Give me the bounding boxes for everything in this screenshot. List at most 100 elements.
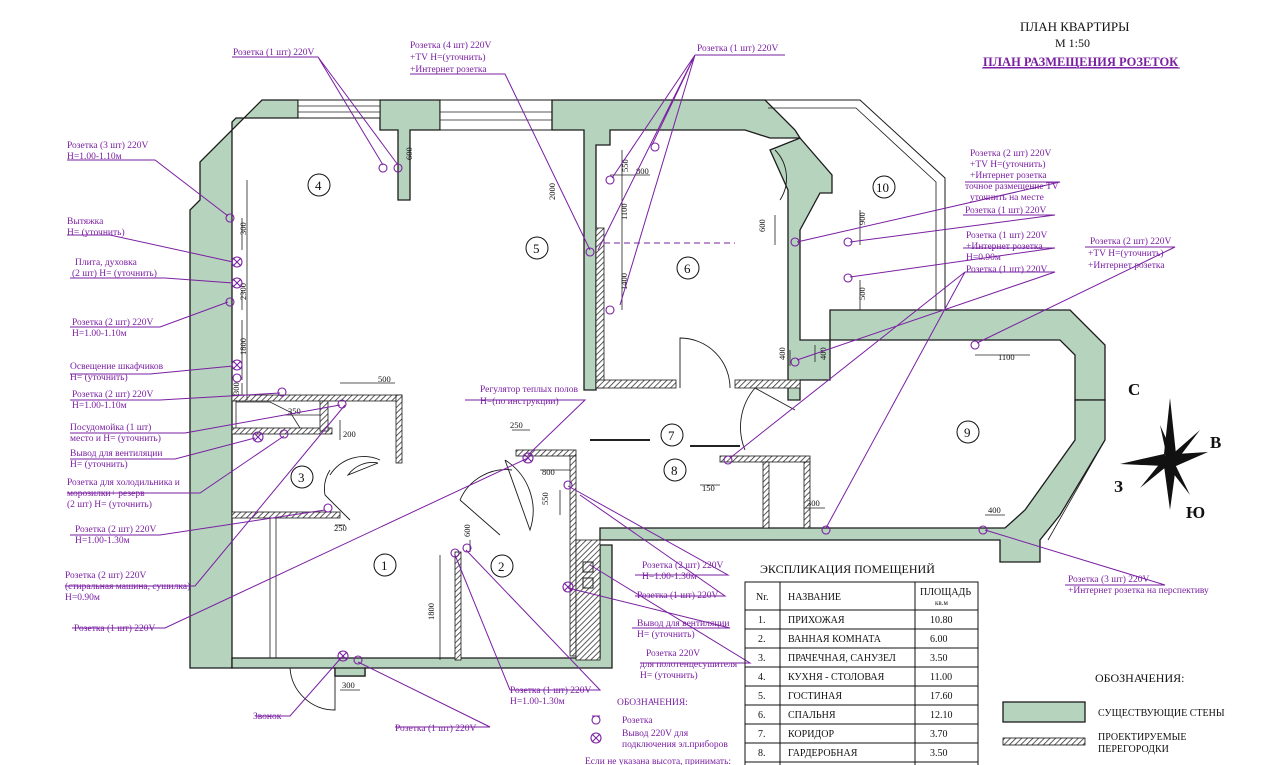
- note-24b: +TV Н=(уточнить): [970, 159, 1045, 170]
- row-7-area: 3.70: [930, 729, 948, 740]
- dim-2000: 2000: [547, 183, 557, 200]
- row-2-area: 6.00: [930, 634, 948, 645]
- note-22b: Н= (уточнить): [637, 629, 695, 640]
- door-swings: [289, 149, 796, 711]
- note-12: Розетка для холодильника и: [67, 478, 180, 488]
- room-4: 4: [315, 178, 322, 193]
- dim-150: 150: [702, 483, 715, 493]
- small-legend: ОБОЗНАЧЕНИЯ: Розетка Вывод 220V для подк…: [585, 698, 731, 765]
- note-6b: (2 шт) Н= (уточнить): [72, 268, 157, 279]
- explication-title: ЭКСПЛИКАЦИЯ ПОМЕЩЕНИЙ: [760, 562, 935, 576]
- col-area-unit: кв.м: [935, 599, 948, 607]
- note-19: Регулятор теплых полов: [480, 385, 579, 395]
- note-17: Розетка (1 шт) 220V: [395, 723, 477, 734]
- partition-label-1: ПРОЕКТИРУЕМЫЕ: [1098, 732, 1186, 743]
- note-14b: (стиральная машина, сушилка): [65, 581, 190, 592]
- wall-legend-title: ОБОЗНАЧЕНИЯ:: [1095, 671, 1184, 685]
- room-1: 1: [381, 558, 388, 573]
- note-5b: Н= (уточнить): [67, 227, 125, 238]
- row-4-num: 4.: [758, 672, 766, 683]
- dim-600a: 600: [404, 147, 414, 160]
- dim-300d: 300: [807, 498, 820, 508]
- note-14: Розетка (2 шт) 220V: [65, 570, 147, 581]
- existing-wall-swatch: [1002, 701, 1086, 723]
- dim-400b: 400: [818, 347, 828, 360]
- note-7: Розетка (2 шт) 220V: [72, 317, 154, 328]
- row-2-name: ВАННАЯ КОМНАТА: [788, 634, 882, 645]
- row-8-name: ГАРДЕРОБНАЯ: [788, 748, 858, 759]
- dim-600b: 600: [757, 219, 767, 232]
- row-8-area: 3.50: [930, 748, 948, 759]
- dim-1100b: 1100: [998, 352, 1015, 362]
- compass-east: В: [1210, 433, 1221, 452]
- room-8: 8: [671, 463, 678, 478]
- note-20b: Н=1.00-1.30м: [642, 572, 697, 582]
- room-6: 6: [684, 261, 691, 276]
- row-4-area: 11.00: [930, 672, 952, 683]
- sheet-scale: М 1:50: [1055, 36, 1090, 50]
- row-2-num: 2.: [758, 634, 766, 645]
- dim-300b: 300: [231, 382, 241, 395]
- partition-swatch: [1002, 737, 1086, 746]
- col-name-header: НАЗВАНИЕ: [788, 592, 841, 603]
- existing-wall-label: СУЩЕСТВУЮЩИЕ СТЕНЫ: [1098, 708, 1225, 719]
- row-7-name: КОРИДОР: [788, 729, 834, 740]
- room-2: 2: [498, 559, 505, 574]
- note-19b: Н=(по инструкции): [480, 396, 559, 407]
- dim-900: 900: [857, 212, 867, 225]
- dim-1800a: 1800: [238, 338, 248, 355]
- row-6-area: 12.10: [930, 710, 953, 721]
- compass-north: С: [1128, 380, 1140, 399]
- col-num-header: Nr.: [756, 592, 769, 603]
- dimension-labels: 600 550 800 2000 1100 1400 600 900 500 3…: [231, 147, 1015, 690]
- dim-800a: 800: [636, 166, 649, 176]
- note-14c: Н=0.90м: [65, 593, 100, 603]
- note-10b: место и Н= (уточнить): [70, 433, 161, 444]
- row-4-name: КУХНЯ - СТОЛОВАЯ: [788, 672, 885, 683]
- row-8-num: 8.: [758, 748, 766, 759]
- dim-500a: 500: [857, 287, 867, 300]
- legend-outlet-label: Розетка: [622, 716, 653, 726]
- note-25: Розетка (1 шт) 220V: [965, 205, 1047, 216]
- dim-500b: 500: [378, 374, 391, 384]
- small-legend-title: ОБОЗНАЧЕНИЯ:: [617, 698, 688, 708]
- note-24: Розетка (2 шт) 220V: [970, 148, 1052, 159]
- note-8: Освещение шкафчиков: [70, 361, 164, 372]
- partition-label-2: ПЕРЕГОРОДКИ: [1098, 744, 1169, 755]
- note-4: Розетка (3 шт) 220V: [67, 140, 149, 151]
- note-18: Розетка (1 шт) 220V: [510, 685, 592, 696]
- sheet-subtitle: ПЛАН РАЗМЕЩЕНИЯ РОЗЕТОК: [983, 55, 1178, 69]
- note-26b: +Интернет розетка: [966, 242, 1043, 252]
- col-area-header: ПЛОЩАДЬ: [920, 587, 971, 598]
- note-13b: Н=1.00-1.30м: [75, 536, 130, 546]
- row-1-name: ПРИХОЖАЯ: [788, 615, 845, 626]
- row-3-area: 3.50: [930, 653, 948, 664]
- note-22: Вывод для вентиляции: [637, 619, 729, 629]
- note-12b: морозилки+ резерв: [67, 489, 145, 499]
- note-10: Посудомойка (1 шт): [70, 422, 151, 433]
- note-24c: +Интернет розетка: [970, 171, 1047, 181]
- note-29: Розетка (3 шт) 220V: [1068, 574, 1150, 585]
- note-23b: для полотенцесушителя: [640, 660, 738, 670]
- room-10: 10: [876, 180, 889, 195]
- dim-550b: 550: [540, 492, 550, 505]
- dim-300c: 300: [342, 680, 355, 690]
- row-1-num: 1.: [758, 615, 766, 626]
- wall-legend: ОБОЗНАЧЕНИЯ: СУЩЕСТВУЮЩИЕ СТЕНЫ ПРОЕКТИР…: [1002, 671, 1225, 755]
- note-20: Розетка (2 шт) 220V: [642, 560, 724, 571]
- dim-250b: 250: [334, 523, 347, 533]
- note-11b: Н= (уточнить): [70, 459, 128, 470]
- dim-300a: 300: [238, 222, 248, 235]
- note-2: Розетка (4 шт) 220V: [410, 40, 492, 51]
- note-28c: +Интернет розетка: [1088, 261, 1165, 271]
- note-9b: Н=1.00-1.10м: [72, 401, 127, 411]
- note-27: Розетка (1 шт) 220V: [966, 264, 1048, 275]
- note-28: Розетка (2 шт) 220V: [1090, 236, 1172, 247]
- note-2b: +TV Н=(уточнить): [410, 52, 485, 63]
- note-9: Розетка (2 шт) 220V: [72, 389, 154, 400]
- row-6-name: СПАЛЬНЯ: [788, 710, 836, 721]
- legend-output-label-2: подключения эл.приборов: [622, 739, 728, 750]
- dim-1400: 1400: [619, 273, 629, 290]
